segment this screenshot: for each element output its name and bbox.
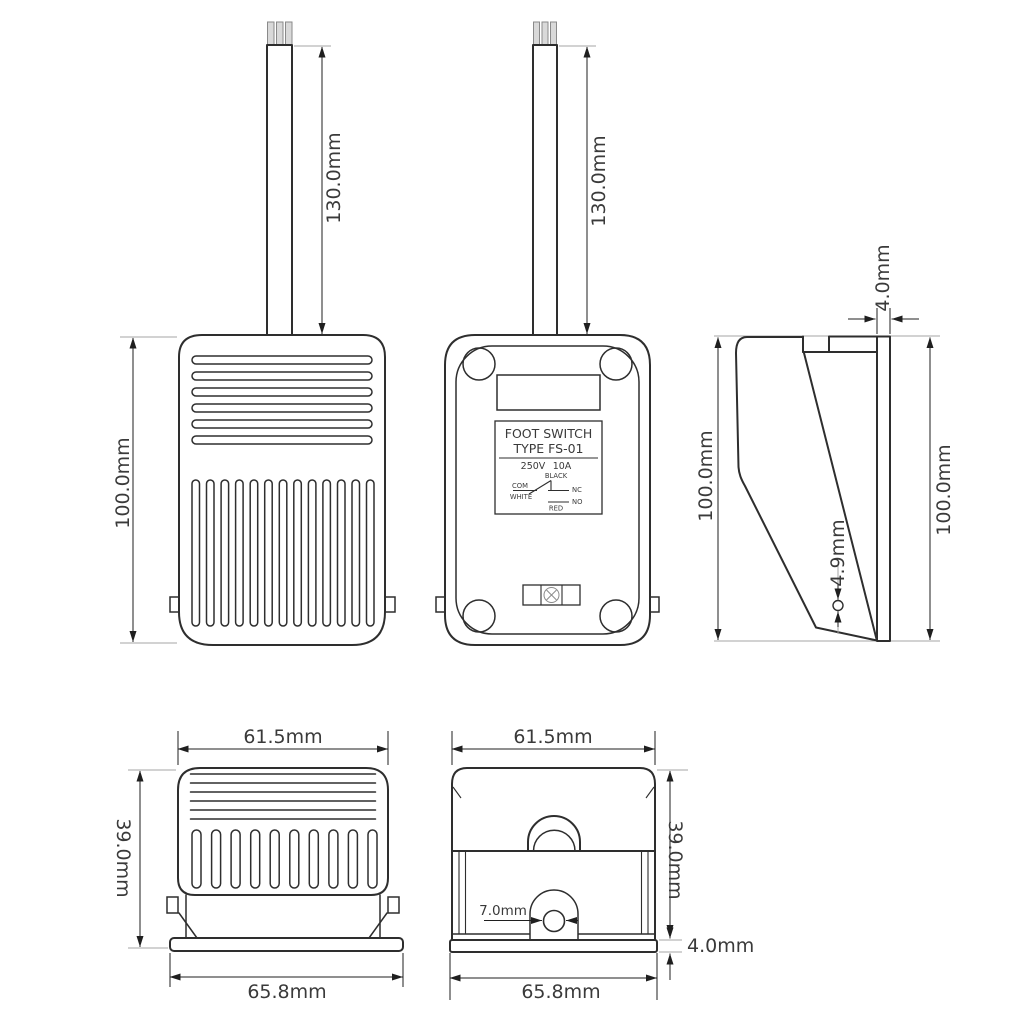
label-product-line1: FOOT SWITCH — [505, 426, 593, 441]
wire-strand — [541, 21, 549, 47]
corner-boss — [599, 347, 633, 381]
label-product-line2: TYPE FS-01 — [512, 441, 583, 456]
dim-label-cable-length-bottom: 130.0mm — [588, 135, 610, 226]
wiring-diagram: BLACK COM WHITE NC NO RED — [510, 472, 583, 513]
dim-label-base-thickness: 4.0mm — [687, 935, 754, 957]
side-tab — [384, 596, 396, 613]
screw-strip — [522, 584, 581, 606]
dimension-plate-thickness: 4.0mm — [848, 244, 919, 334]
dimension-base-thickness: 4.0mm — [659, 912, 754, 980]
dimension-hole-4-9: 4.9mm — [827, 519, 849, 634]
dimension-rear-base-width: 65.8mm — [449, 953, 658, 1003]
dimension-cable-length: 130.0mm — [294, 45, 345, 334]
mounting-hole — [542, 909, 566, 933]
dim-label-rear-width-top: 61.5mm — [513, 726, 592, 748]
bottom-view: FOOT SWITCH TYPE FS-01 250V 10A BLACK CO… — [435, 21, 660, 646]
pedal-body — [178, 334, 386, 646]
wire-strand — [550, 21, 557, 47]
label-terminal-red: RED — [549, 505, 563, 513]
label-terminal-white: WHITE — [510, 493, 532, 501]
base-plate-edge — [876, 335, 891, 642]
dimension-rear-width-top: 61.5mm — [451, 726, 656, 765]
corner-boss — [462, 599, 496, 633]
cable-entry-block — [496, 374, 601, 411]
dimension-front-height: 39.0mm — [112, 769, 176, 949]
dim-label-front-base-width: 65.8mm — [247, 981, 326, 1003]
cable-clamp-block — [828, 335, 878, 353]
dimension-hole-7-0: 7.0mm — [479, 903, 578, 924]
wire-strand — [285, 21, 293, 47]
cable-bump — [527, 815, 581, 852]
label-plate: FOOT SWITCH TYPE FS-01 250V 10A BLACK CO… — [494, 420, 603, 515]
tread-slots-front — [191, 829, 378, 889]
dimension-body-length: 100.0mm — [112, 336, 177, 644]
cable — [532, 44, 558, 340]
side-view: 4.0mm 100.0mm 100.0mm 4.9mm — [695, 244, 955, 642]
pivot-hole — [832, 599, 844, 612]
tread-slots-horizontal — [191, 355, 373, 445]
tread-ribs — [189, 773, 377, 820]
dimension-height-left: 100.0mm — [695, 337, 722, 640]
dim-label-plate-thickness: 4.0mm — [872, 244, 894, 311]
dim-label-hole-4-9: 4.9mm — [827, 519, 849, 586]
dim-label-height-left: 100.0mm — [695, 430, 717, 521]
dim-label-rear-base-width: 65.8mm — [521, 981, 600, 1003]
cable — [266, 44, 293, 340]
dim-label-front-height: 39.0mm — [112, 818, 134, 897]
top-view: 130.0mm 100.0mm — [112, 21, 396, 646]
label-voltage: 250V — [521, 461, 546, 472]
label-terminal-black: BLACK — [545, 472, 568, 480]
dim-label-front-width-top: 61.5mm — [243, 726, 322, 748]
dimension-front-base-width: 65.8mm — [169, 953, 404, 1003]
dimension-width-top: 61.5mm — [177, 726, 389, 765]
corner-boss — [462, 347, 496, 381]
corner-boss — [599, 599, 633, 633]
label-current: 10A — [553, 461, 572, 472]
dim-label-body-length-top: 100.0mm — [112, 437, 134, 528]
wire-strand — [533, 21, 540, 47]
dim-label-height-right: 100.0mm — [933, 444, 955, 535]
dim-label-rear-height: 39.0mm — [664, 820, 686, 899]
cover-rear — [451, 767, 656, 852]
dimension-height-right: 100.0mm — [926, 337, 955, 640]
dim-label-cable-length-top: 130.0mm — [323, 132, 345, 223]
base-plate — [449, 939, 658, 953]
label-terminal-no: NO — [572, 498, 582, 506]
pedal-profile — [735, 336, 878, 642]
tread-slots-vertical — [191, 479, 375, 627]
inner-outline — [455, 345, 640, 635]
front-view: 61.5mm 39.0mm 65.8mm — [112, 726, 404, 1003]
side-tab — [166, 896, 179, 914]
side-tab — [387, 896, 400, 914]
dimension-rear-height: 39.0mm — [657, 769, 688, 936]
dim-label-hole-7-0: 7.0mm — [479, 903, 527, 919]
label-terminal-com: COM — [512, 482, 528, 490]
wire-strand — [276, 21, 284, 47]
wire-strand — [267, 21, 275, 47]
rear-view: 7.0mm 61.5mm 39.0mm 4.0mm 65.8mm — [449, 726, 754, 1003]
cable-bump-inner — [532, 829, 576, 852]
pedal-slope-edge — [803, 352, 878, 640]
dimension-cable-length: 130.0mm — [559, 45, 610, 334]
screw-symbol — [543, 587, 560, 603]
label-terminal-nc: NC — [572, 486, 582, 494]
base-plate — [169, 937, 404, 952]
